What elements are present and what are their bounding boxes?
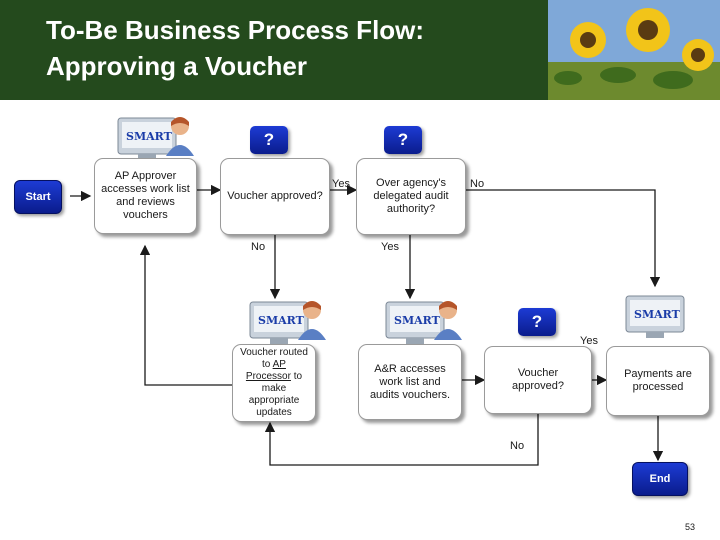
start-node: Start xyxy=(14,180,62,214)
voucher-approved-decision-1: Voucher approved? xyxy=(220,158,330,235)
smart-workstation-icon: SMART xyxy=(116,112,196,169)
end-label: End xyxy=(649,473,671,485)
payments-text: Payments are processed xyxy=(624,368,692,393)
page-number: 53 xyxy=(685,522,696,532)
label-yes: Yes xyxy=(381,241,399,253)
title-line-2: Approving a Voucher xyxy=(46,51,307,81)
ap-approver-step: AP Approver accesses work list and revie… xyxy=(94,158,197,234)
question-badge: ? xyxy=(250,126,288,154)
arrow-voucher2-no-back-to-routed xyxy=(264,412,539,466)
ar-accesses-step: A&R accesses work list and audits vouche… xyxy=(358,344,462,420)
voucher-routed-text: Voucher routed to xyxy=(240,347,308,370)
voucher-routed-step: Voucher routed to AP Processor to make a… xyxy=(232,344,316,422)
label-no: No xyxy=(251,241,266,253)
smart-workstation-icon: SMART xyxy=(248,296,328,353)
smart-workstation-icon: SMART xyxy=(624,290,704,347)
question-badge: ? xyxy=(384,126,422,154)
ar-accesses-text: A&R accesses work list and audits vouche… xyxy=(369,362,451,401)
over-agency-text: Over agency's delegated audit authority? xyxy=(373,177,449,215)
svg-text:SMART: SMART xyxy=(258,314,305,327)
page-title: To-Be Business Process Flow: Approving a… xyxy=(46,12,424,84)
arrow-over-no-to-payments xyxy=(466,189,661,288)
voucher-routed-text-end: to make appropriate updates xyxy=(248,371,303,418)
voucher-approved-2-text: Voucher approved? xyxy=(512,367,564,392)
over-agency-decision: Over agency's delegated audit authority? xyxy=(356,158,466,235)
question-badge: ? xyxy=(518,308,556,336)
end-node: End xyxy=(632,462,688,496)
voucher-approved-decision-2: Voucher approved? xyxy=(484,346,592,414)
title-line-1: To-Be Business Process Flow: xyxy=(46,15,425,45)
label-yes: Yes xyxy=(332,178,350,190)
label-yes: Yes xyxy=(580,335,598,347)
ap-approver-text: AP Approver accesses work list and revie… xyxy=(101,170,190,221)
sunflower-photo xyxy=(548,0,720,100)
arrow-routed-back-to-ap xyxy=(139,244,232,386)
svg-text:SMART: SMART xyxy=(394,314,441,327)
ap-processor-link[interactable]: AP Processor xyxy=(245,359,291,382)
payments-step: Payments are processed xyxy=(606,346,710,416)
voucher-approved-1-text: Voucher approved? xyxy=(227,190,323,202)
svg-text:SMART: SMART xyxy=(126,130,173,143)
start-label: Start xyxy=(25,191,51,203)
smart-workstation-icon: SMART xyxy=(384,296,464,353)
label-no: No xyxy=(470,178,485,190)
svg-text:SMART: SMART xyxy=(634,308,681,321)
label-no: No xyxy=(510,440,525,452)
